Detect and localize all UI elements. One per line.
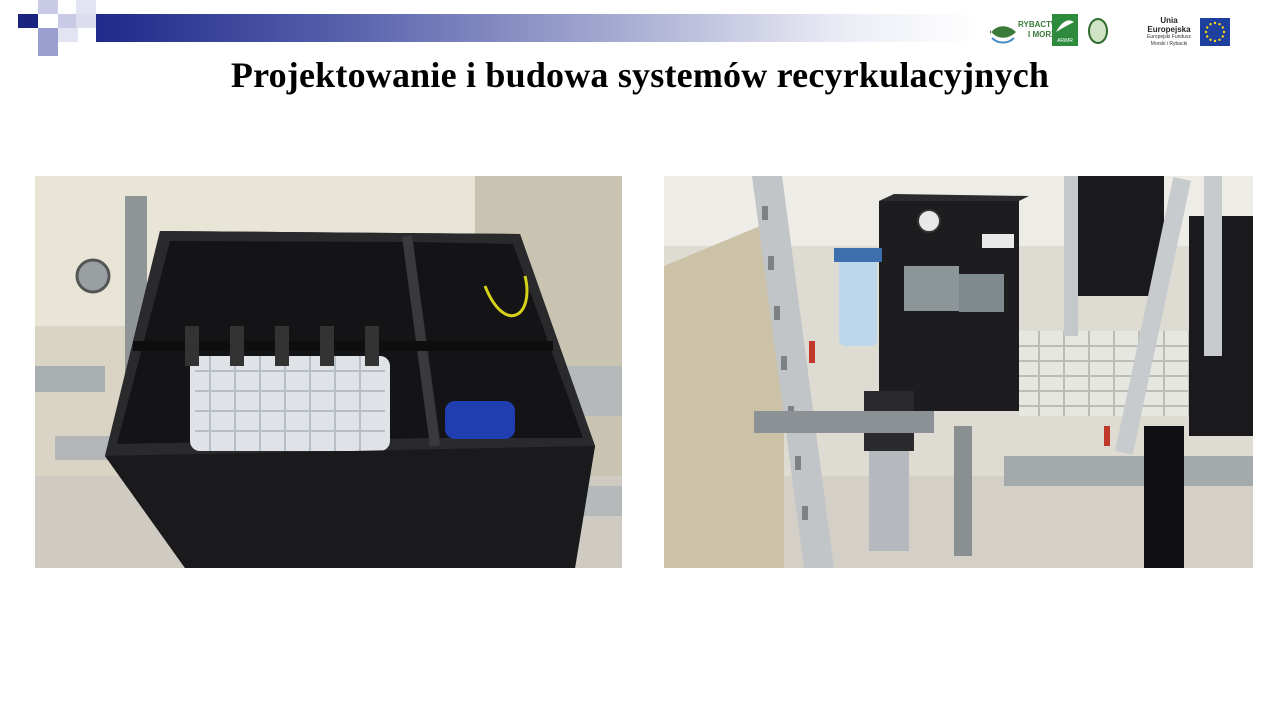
pump-system-photo xyxy=(664,176,1253,568)
header-gradient-band xyxy=(96,14,980,42)
decor-square xyxy=(38,28,58,42)
slide-title: Projektowanie i budowa systemów recyrkul… xyxy=(230,55,1050,95)
drum-filter-illustration xyxy=(35,176,622,568)
pump-system-illustration xyxy=(664,176,1253,568)
decor-square xyxy=(76,0,96,14)
fish-icon xyxy=(990,26,1016,44)
decor-square xyxy=(76,14,96,28)
decor-square xyxy=(58,14,78,28)
arimr-logo: ARiMR xyxy=(1052,14,1078,46)
ue-title: Unia Europejska xyxy=(1147,16,1191,34)
decor-square xyxy=(38,42,58,56)
ue-sub1: Europejski Fundusz xyxy=(1147,34,1191,40)
morze-text: I MORZE xyxy=(1028,30,1062,39)
pozw-logo-text xyxy=(1110,26,1140,34)
rybactwo-text: RYBACTWO xyxy=(1018,20,1065,29)
arimr-leaf-icon xyxy=(1056,20,1074,32)
decor-square xyxy=(38,0,58,14)
funding-logos: RYBACTWO I MORZE ARiMR Unia Europejska E… xyxy=(988,14,1232,50)
ue-sub2: Morski i Rybacki xyxy=(1150,41,1188,47)
decor-square xyxy=(18,14,38,28)
decor-square xyxy=(58,28,78,42)
arimr-text: ARiMR xyxy=(1057,38,1073,44)
ue-text-logo: Unia Europejska Europejski Fundusz Morsk… xyxy=(1138,16,1200,48)
drum-filter-photo xyxy=(35,176,622,568)
rybactwo-logo: RYBACTWO I MORZE xyxy=(988,16,1080,48)
eu-flag-icon xyxy=(1200,18,1230,46)
pozw-logo xyxy=(1088,18,1108,44)
